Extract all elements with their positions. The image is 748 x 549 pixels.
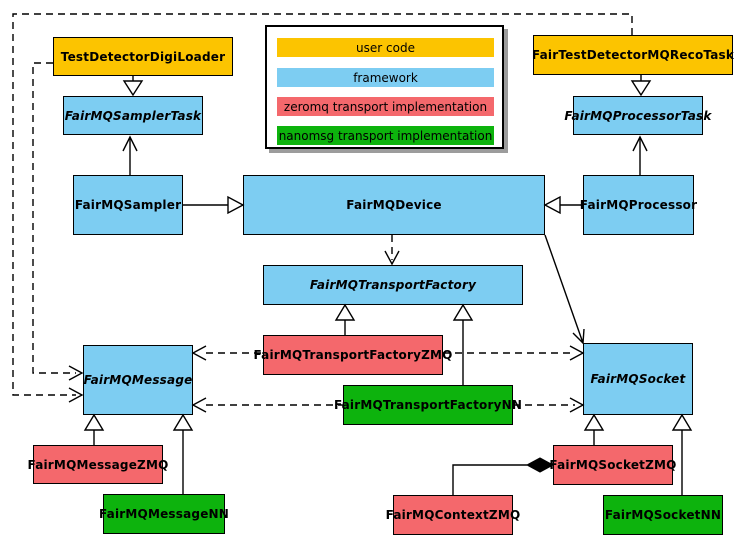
node-fairmq-transport-factory-zmq: FairMQTransportFactoryZMQ [253,335,452,375]
edge-factorynn-depends-message [191,397,343,413]
legend-item-zeromq: zeromq transport implementation [277,97,494,116]
node-fairmq-message: FairMQMessage [83,345,193,415]
node-fairmq-transport-factory: FairMQTransportFactory [263,265,523,305]
node-fair-test-detector-mq-reco-task: FairTestDetectorMQRecoTask [532,35,734,75]
edge-socketzmq-inherits-socket [583,413,605,445]
legend-item-nanomsg: nanomsg transport implementation [277,126,494,145]
edge-messagezmq-inherits-message [83,413,105,445]
edge-socketnn-inherits-socket [671,413,693,495]
edge-messagenn-inherits-message [172,413,194,494]
node-fairmq-context-zmq: FairMQContextZMQ [386,495,520,535]
edge-processor-inherits-device [543,195,583,215]
edge-factorynn-depends-socket [513,397,585,413]
edge-sampler-inherits-device [183,195,245,215]
edge-device-to-socket [544,234,585,345]
edge-sampler-to-samplertask [122,135,138,175]
edge-recotask-inherits-processortask [630,75,652,97]
edge-factoryzmq-depends-socket [443,345,585,361]
node-fairmq-processor-task: FairMQProcessorTask [564,96,711,135]
node-fairmq-socket: FairMQSocket [583,343,693,415]
edge-contextzmq-composition-socketzmq [452,457,555,495]
node-fairmq-sampler: FairMQSampler [73,175,183,235]
node-fairmq-socket-zmq: FairMQSocketZMQ [549,445,676,485]
node-fairmq-device: FairMQDevice [243,175,545,235]
legend: user code framework zeromq transport imp… [265,25,504,149]
node-fairmq-message-nn: FairMQMessageNN [99,494,229,534]
edge-factoryzmq-inherits-factory [334,303,356,335]
edge-digiloader-inherits-samplertask [122,76,144,97]
legend-item-framework: framework [277,68,494,87]
node-fairmq-message-zmq: FairMQMessageZMQ [28,445,168,484]
node-fairmq-processor: FairMQProcessor [580,175,697,235]
edge-device-depends-transportfactory [384,235,400,266]
edge-factorynn-inherits-factory [452,303,474,385]
node-fairmq-transport-factory-nn: FairMQTransportFactoryNN [334,385,522,425]
legend-item-user-code: user code [277,38,494,57]
edge-processor-to-processortask [632,135,648,175]
node-test-detector-digi-loader: TestDetectorDigiLoader [53,37,233,76]
node-fairmq-sampler-task: FairMQSamplerTask [63,96,203,135]
node-fairmq-socket-nn: FairMQSocketNN [603,495,723,535]
